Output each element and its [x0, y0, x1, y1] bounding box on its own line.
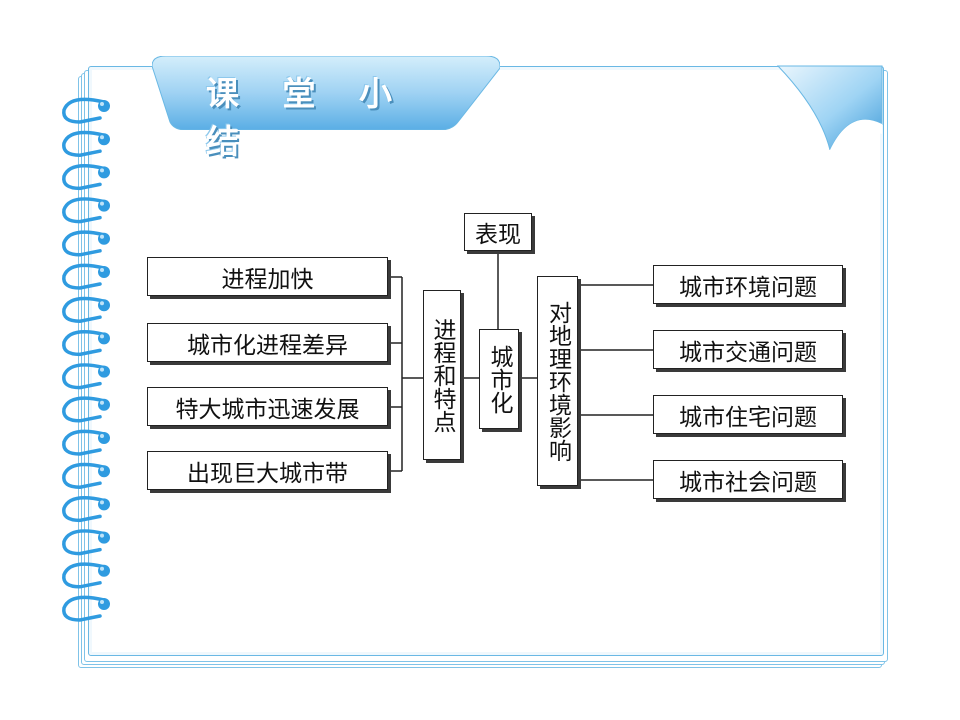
page-curl-icon	[776, 65, 883, 150]
spiral-ring	[62, 130, 110, 157]
left-item: 进程加快	[147, 257, 388, 296]
spiral-ring	[62, 230, 110, 257]
left-item: 特大城市迅速发展	[147, 387, 388, 426]
top-node: 表现	[464, 213, 532, 251]
right-item: 城市社会问题	[653, 460, 843, 499]
spiral-ring	[62, 529, 110, 556]
spiral-ring	[62, 595, 110, 622]
left-group-label: 进程和特点	[423, 290, 461, 460]
center-node: 城市化	[479, 329, 519, 429]
spiral-ring	[62, 197, 110, 224]
spiral-ring	[62, 496, 110, 523]
left-item: 出现巨大城市带	[147, 451, 388, 490]
spiral-ring	[62, 330, 110, 357]
spiral-ring	[62, 396, 110, 423]
spiral-ring	[62, 462, 110, 489]
spiral-ring	[62, 363, 110, 390]
right-item: 城市住宅问题	[653, 395, 843, 434]
spiral-ring	[62, 429, 110, 456]
right-item: 城市环境问题	[653, 265, 843, 304]
spiral-ring	[62, 296, 110, 323]
spiral-ring	[62, 562, 110, 589]
spiral-ring	[62, 263, 110, 290]
title-tab	[152, 56, 500, 130]
right-group-label: 对地理环境影响	[537, 276, 578, 486]
spiral-binding	[62, 97, 110, 622]
spiral-ring	[62, 97, 110, 124]
right-item: 城市交通问题	[653, 330, 843, 369]
spiral-ring	[62, 164, 110, 191]
left-item: 城市化进程差异	[147, 323, 388, 362]
page-title: 课 堂 小 结	[206, 74, 408, 161]
